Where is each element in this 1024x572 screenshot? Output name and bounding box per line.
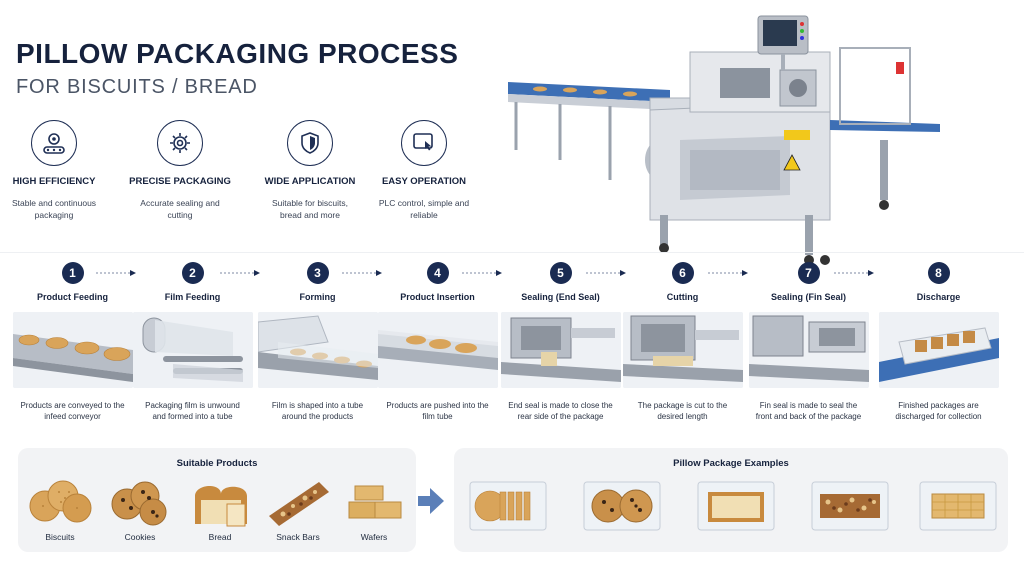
feature-title: HIGH EFFICIENCY <box>12 176 96 187</box>
flow-wrap-machine-illustration <box>508 15 940 265</box>
product-label: Bread <box>208 532 232 542</box>
step-arrow-4 <box>462 270 502 276</box>
product-snack-bars: Snack Bars <box>258 476 338 542</box>
arrow-right-icon <box>418 488 444 514</box>
warning-label-icon <box>783 154 801 171</box>
section-divider <box>0 252 1024 253</box>
process-step-2: 2 Film Feeding Packaging film is unwound… <box>130 262 255 422</box>
step-title: Sealing (Fin Seal) <box>770 292 846 302</box>
feature-easy-operation: EASY OPERATION PLC control, simple and r… <box>364 120 484 221</box>
step-description: Packaging film is unwound and formed int… <box>145 401 240 421</box>
process-step-3: 3 Forming Film is shaped into a tube aro… <box>255 262 380 422</box>
feature-desc: Stable and continuous packaging <box>11 198 97 220</box>
step-number: 3 <box>306 262 329 284</box>
feature-wide-application: WIDE APPLICATION Suitable for biscuits, … <box>250 120 370 221</box>
forming-image <box>257 312 378 388</box>
step-arrow-3 <box>342 270 382 276</box>
step-number: 4 <box>426 262 449 284</box>
step-number: 1 <box>61 262 84 284</box>
conveyor-gear-icon <box>31 120 77 166</box>
biscuits-on-conveyor <box>533 86 637 97</box>
process-step-4: 4 Product Insertion Products are pushed … <box>375 262 500 422</box>
biscuits-icon <box>29 480 92 523</box>
bread-icon <box>195 485 247 527</box>
product-bread: Bread <box>180 476 260 542</box>
step-number: 6 <box>671 262 694 284</box>
process-step-6: 6 Cutting The package is cut to the desi… <box>620 262 745 422</box>
process-step-1: 1 Product Feeding Products are conveyed … <box>10 262 135 422</box>
step-title: Forming <box>299 292 336 302</box>
feature-title: EASY OPERATION <box>381 176 467 187</box>
feature-desc: Accurate sealing and cutting <box>140 198 220 220</box>
feature-desc: PLC control, simple and reliable <box>378 198 470 220</box>
step-arrow-1 <box>96 270 136 276</box>
feature-high-efficiency: HIGH EFFICIENCY Stable and continuous pa… <box>0 120 114 221</box>
touchscreen-icon <box>401 120 447 166</box>
feature-title: WIDE APPLICATION <box>264 176 356 187</box>
product-wafers: Wafers <box>334 476 414 542</box>
step-description: Finished packages are discharged for col… <box>895 401 982 421</box>
step-title: Product Insertion <box>400 292 475 302</box>
step-number: 8 <box>927 262 950 284</box>
page-title: PILLOW PACKAGING PROCESS <box>16 38 459 69</box>
panel-title: Suitable Products <box>176 458 258 469</box>
wafers-icon <box>348 485 402 519</box>
package-examples-panel: Pillow Package Examples <box>454 448 1008 552</box>
step-number: 7 <box>797 262 820 284</box>
page-subtitle: FOR BISCUITS / BREAD <box>16 76 258 98</box>
step-arrow-2 <box>220 270 260 276</box>
process-step-8: 8 Discharge Finished packages are discha… <box>876 262 1001 422</box>
product-label: Cookies <box>124 532 156 542</box>
cutting-image <box>622 312 743 388</box>
package-cookies <box>583 481 661 531</box>
step-title: Discharge <box>916 292 961 302</box>
process-step-5: 5 Sealing (End Seal) End seal is made to… <box>498 262 623 422</box>
step-description: Film is shaped into a tube around the pr… <box>271 401 364 421</box>
product-label: Wafers <box>360 532 388 542</box>
step-description: The package is cut to the desired length <box>637 401 728 421</box>
step-title: Film Feeding <box>164 292 221 302</box>
product-feeding-image <box>12 312 133 388</box>
film-feeding-image <box>132 312 253 388</box>
feature-precise-packaging: PRECISE PACKAGING Accurate sealing and c… <box>120 120 240 221</box>
product-label: Snack Bars <box>276 532 320 542</box>
outfeed-conveyor-belt <box>830 120 940 132</box>
step-number: 5 <box>549 262 572 284</box>
product-cookies: Cookies <box>100 476 180 542</box>
infeed-conveyor-belt <box>508 82 670 102</box>
step-arrow-7 <box>834 270 874 276</box>
step-description: Fin seal is made to seal the front and b… <box>755 401 862 421</box>
feature-row: HIGH EFFICIENCY Stable and continuous pa… <box>0 120 490 230</box>
step-description: End seal is made to close the rear side … <box>508 401 613 421</box>
feature-desc: Suitable for biscuits, bread and more <box>271 198 349 220</box>
suitable-products-panel: Suitable Products Biscuits Cookies Bread <box>18 448 416 552</box>
step-title: Sealing (End Seal) <box>521 292 600 302</box>
package-snack-bar <box>811 481 889 531</box>
step-title: Product Feeding <box>36 292 108 302</box>
step-description: Products are pushed into the film tube <box>386 401 489 421</box>
product-label: Biscuits <box>45 532 75 542</box>
discharge-image <box>878 312 999 388</box>
package-biscuits <box>469 481 547 531</box>
shield-icon <box>287 120 333 166</box>
end-seal-image <box>500 312 621 388</box>
step-arrow-5 <box>586 270 626 276</box>
step-number: 2 <box>181 262 204 284</box>
package-wafers <box>919 481 997 531</box>
gear-icon <box>157 120 203 166</box>
step-title: Cutting <box>666 292 699 302</box>
step-description: Products are conveyed to the infeed conv… <box>20 401 125 421</box>
package-bread <box>697 481 775 531</box>
feature-title: PRECISE PACKAGING <box>129 176 231 187</box>
snack-bar-icon <box>269 482 329 526</box>
process-step-7: 7 Sealing (Fin Seal) Fin seal is made to… <box>746 262 871 422</box>
step-arrow-6 <box>708 270 748 276</box>
cookies-icon <box>111 481 167 526</box>
panel-title: Pillow Package Examples <box>673 458 789 469</box>
product-insertion-image <box>377 312 498 388</box>
fin-seal-image <box>748 312 869 388</box>
product-biscuits: Biscuits <box>20 476 100 542</box>
